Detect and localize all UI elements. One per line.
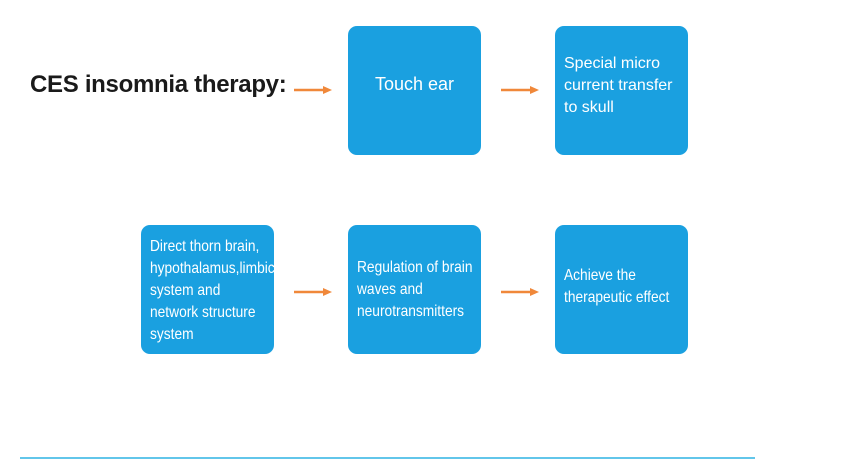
arrow-title-to-touch-ear — [294, 86, 332, 94]
step-direct-brain-box: Direct thorn brain, hypothalamus,limbic … — [141, 225, 275, 354]
diagram-title: CES insomnia therapy: — [30, 71, 287, 98]
step-regulation-box: Regulation of brain waves and neurotrans… — [348, 225, 481, 354]
step-direct-brain-label: Direct thorn brain, hypothalamus,limbic … — [150, 238, 275, 343]
step-micro-current-label: Special micro current transfer to skull — [564, 55, 673, 116]
bottom-divider — [20, 457, 755, 459]
step-effect-box: Achieve the therapeutic effect — [555, 225, 688, 354]
step-micro-current-box: Special micro current transfer to skull — [555, 26, 688, 155]
step-touch-ear-label: Touch ear — [374, 73, 455, 94]
arrow-direct-brain-to-regulation — [294, 288, 332, 296]
arrow-regulation-to-effect — [501, 288, 539, 296]
step-touch-ear-box: Touch ear — [348, 26, 481, 155]
step-effect-label: Achieve the therapeutic effect — [564, 267, 670, 306]
step-regulation-label: Regulation of brain waves and neurotrans… — [357, 259, 473, 320]
arrow-touch-ear-to-micro-current — [501, 86, 539, 94]
